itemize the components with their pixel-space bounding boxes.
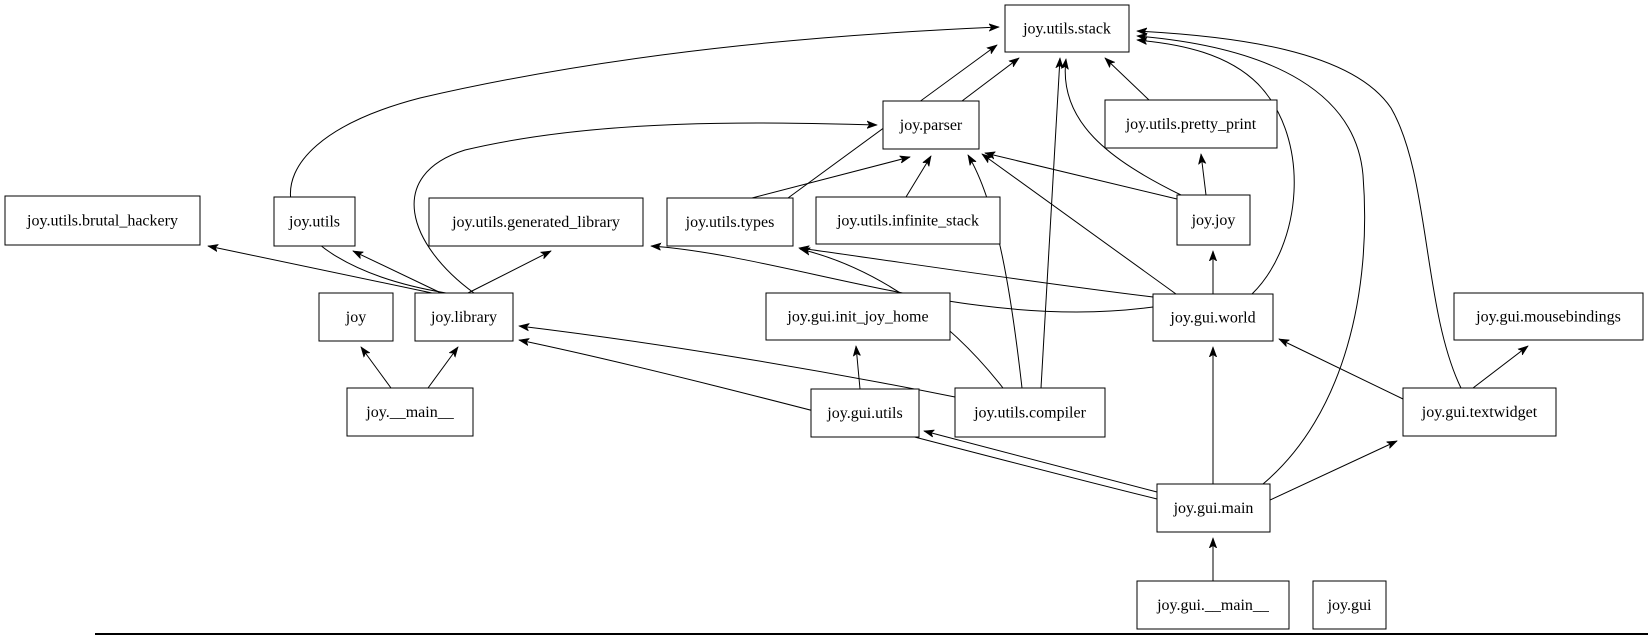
- edge-joy_library-to-joy_utils_generated_library: [467, 250, 551, 294]
- edge-joy_joy-to-joy_utils_stack: [1065, 59, 1182, 196]
- node-label-joy_utils_types: joy.utils.types: [685, 214, 775, 231]
- node-label-joy: joy: [345, 309, 366, 326]
- edge-joy_gui_textwidget-to-joy_gui_world: [1279, 338, 1404, 400]
- edge-joy_gui_world-to-joy_parser: [982, 154, 1177, 295]
- node-joy: joy: [318, 292, 394, 342]
- edge-joy_utils_compiler-to-joy_utils_stack: [1040, 58, 1060, 389]
- edges-layer: [208, 27, 1528, 581]
- edge-joy___main__-to-joy: [361, 347, 392, 389]
- edge-joy_gui_world-to-joy_utils_generated_library: [651, 246, 1154, 313]
- edge-joy_gui_main-to-joy_gui_utils: [924, 431, 1158, 493]
- node-label-joy___main__: joy.__main__: [365, 404, 454, 421]
- node-joy_utils_types: joy.utils.types: [666, 197, 794, 247]
- node-joy___main__: joy.__main__: [346, 387, 474, 437]
- node-label-joy_gui_mousebindings: joy.gui.mousebindings: [1475, 309, 1621, 326]
- node-joy_gui: joy.gui: [1312, 580, 1387, 630]
- node-joy_utils_generated_library: joy.utils.generated_library: [428, 197, 644, 247]
- node-label-joy_utils_compiler: joy.utils.compiler: [973, 405, 1087, 422]
- edge-joy_library-to-joy_utils_stack: [290, 27, 999, 294]
- node-joy_gui_init_joy_home: joy.gui.init_joy_home: [765, 292, 951, 341]
- node-joy_gui___main__: joy.gui.__main__: [1136, 580, 1290, 630]
- node-label-joy_gui_utils: joy.gui.utils: [826, 405, 902, 422]
- node-label-joy_gui: joy.gui: [1327, 597, 1372, 614]
- node-joy_utils_brutal_hackery: joy.utils.brutal_hackery: [4, 195, 201, 246]
- node-label-joy_gui___main__: joy.gui.__main__: [1156, 597, 1270, 614]
- node-joy_gui_textwidget: joy.gui.textwidget: [1402, 387, 1557, 437]
- node-label-joy_utils_generated_library: joy.utils.generated_library: [451, 214, 620, 231]
- node-joy_utils_infinite_stack: joy.utils.infinite_stack: [815, 196, 1001, 245]
- edge-joy_gui_world-to-joy_utils_types: [799, 248, 1154, 298]
- node-label-joy_parser: joy.parser: [899, 117, 963, 134]
- edge-joy_gui_main-to-joy_gui_textwidget: [1269, 440, 1397, 501]
- node-label-joy_library: joy.library: [430, 309, 497, 326]
- node-label-joy_gui_textwidget: joy.gui.textwidget: [1421, 404, 1538, 421]
- node-joy_gui_utils: joy.gui.utils: [810, 388, 920, 438]
- edge-joy_gui_main-to-joy_utils_stack: [1137, 36, 1366, 485]
- edge-joy___main__-to-joy_library: [427, 347, 458, 389]
- node-joy_utils: joy.utils: [273, 196, 356, 247]
- edge-joy_utils_compiler-to-joy_parser: [968, 155, 1023, 389]
- node-label-joy_gui_main: joy.gui.main: [1173, 500, 1254, 517]
- node-joy_library: joy.library: [414, 292, 514, 342]
- edge-joy_gui_textwidget-to-joy_utils_stack: [1137, 31, 1462, 389]
- node-joy_utils_stack: joy.utils.stack: [1004, 4, 1130, 53]
- node-joy_utils_pretty_print: joy.utils.pretty_print: [1104, 99, 1278, 149]
- window-bottom-edge-line: [95, 633, 1648, 635]
- node-joy_parser: joy.parser: [882, 100, 980, 150]
- node-label-joy_utils_pretty_print: joy.utils.pretty_print: [1125, 116, 1257, 133]
- node-label-joy_gui_init_joy_home: joy.gui.init_joy_home: [786, 309, 928, 326]
- edge-joy_joy-to-joy_utils_pretty_print: [1201, 154, 1206, 196]
- edge-joy_utils_types-to-joy_parser: [751, 157, 910, 199]
- edge-joy_utils_compiler-to-joy_library: [519, 326, 956, 398]
- node-label-joy_utils_infinite_stack: joy.utils.infinite_stack: [836, 213, 979, 230]
- node-label-joy_utils: joy.utils: [288, 214, 340, 231]
- nodes-layer: joy.utils.stack joy.parser joy.utils.prett…: [4, 4, 1644, 630]
- edge-joy_gui_utils-to-joy_gui_init_joy_home: [856, 346, 860, 390]
- node-label-joy_utils_stack: joy.utils.stack: [1022, 21, 1111, 38]
- edge-joy_library-to-joy_parser: [413, 123, 877, 294]
- edge-joy_joy-to-joy_parser: [985, 153, 1178, 200]
- edge-joy_parser-to-joy_utils_stack: [961, 58, 1019, 102]
- node-joy_joy: joy.joy: [1176, 194, 1251, 246]
- edge-joy_utils_pretty_print-to-joy_utils_stack: [1105, 58, 1150, 101]
- node-joy_gui_world: joy.gui.world: [1152, 293, 1274, 342]
- node-label-joy_gui_world: joy.gui.world: [1169, 310, 1255, 327]
- node-label-joy_joy: joy.joy: [1191, 212, 1236, 229]
- node-joy_utils_compiler: joy.utils.compiler: [954, 387, 1106, 438]
- node-label-joy_utils_brutal_hackery: joy.utils.brutal_hackery: [26, 213, 178, 230]
- edge-joy_library-to-joy_utils_brutal_hackery: [208, 246, 433, 294]
- node-joy_gui_main: joy.gui.main: [1156, 483, 1271, 533]
- edge-joy_library-to-joy_utils: [353, 250, 442, 294]
- edge-joy_gui_world-to-joy_utils_stack: [1137, 40, 1295, 295]
- node-joy_gui_mousebindings: joy.gui.mousebindings: [1453, 292, 1644, 341]
- edge-joy_gui_textwidget-to-joy_gui_mousebindings: [1472, 346, 1528, 389]
- edge-joy_utils_infinite_stack-to-joy_parser: [905, 156, 931, 198]
